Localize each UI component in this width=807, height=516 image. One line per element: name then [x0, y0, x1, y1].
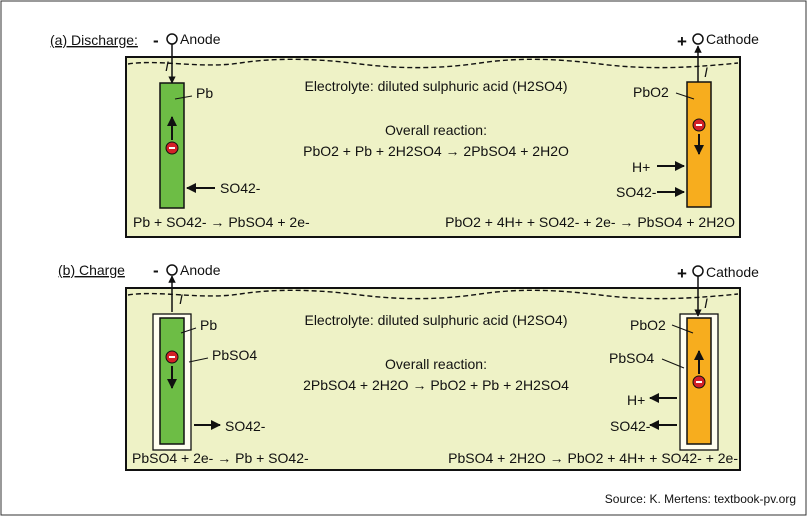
charge-so4-left-label: SO42-	[225, 418, 266, 434]
charge-h-label: H+	[627, 392, 645, 408]
charge-electrolyte-surface	[127, 289, 739, 300]
charge-anode-coating-leader	[188, 357, 209, 363]
discharge-cathode-sign: +	[677, 32, 687, 51]
discharge-electrolyte-label: Electrolyte: diluted sulphuric acid (H2S…	[304, 78, 567, 94]
charge-cathode-coating-leader	[661, 358, 685, 369]
discharge-anode-electrode-label: Pb	[196, 85, 213, 101]
charge-cathode-sign: +	[677, 264, 687, 283]
discharge-anode-leader	[174, 95, 193, 100]
charge-anode-label: Anode	[180, 262, 221, 278]
charge-cathode-half-reaction: PbSO4 + 2H2O → PbO2 + 4H+ + SO42- + 2e-	[448, 450, 738, 466]
discharge-heading: (a) Discharge:	[50, 32, 138, 48]
charge-electrolyte-tank	[125, 287, 741, 471]
discharge-h-label: H+	[632, 159, 650, 175]
discharge-anode-label: Anode	[180, 31, 221, 47]
charge-anode-leader	[180, 327, 197, 334]
charge-anode-half-reaction: PbSO4 + 2e- → Pb + SO42-	[132, 450, 309, 466]
discharge-overall-equation: PbO2 + Pb + 2H2SO4 → 2PbSO4 + 2H2O	[303, 143, 569, 159]
discharge-cathode-half-reaction: PbO2 + 4H+ + SO42- + 2e- → PbSO4 + 2H2O	[445, 214, 735, 230]
charge-anode-electrode-label: Pb	[200, 317, 217, 333]
charge-overall-equation: 2PbSO4 + 2H2O → PbO2 + Pb + 2H2SO4	[303, 377, 569, 393]
charge-overall-title: Overall reaction:	[385, 356, 487, 372]
discharge-panel: (a) Discharge: - Anode + Cathode I Pb SO…	[50, 31, 759, 238]
discharge-overall-title: Overall reaction:	[385, 122, 487, 138]
charge-anode-coating-label: PbSO4	[212, 347, 257, 363]
discharge-anode-current: I	[165, 58, 169, 74]
discharge-so4-left-label: SO42-	[220, 180, 261, 196]
discharge-cathode-label: Cathode	[706, 31, 759, 47]
charge-panel: (b) Charge - Anode + Cathode I Pb PbSO4 …	[58, 261, 759, 471]
charge-cathode-terminal	[692, 265, 704, 277]
discharge-cathode-terminal	[692, 33, 704, 45]
charge-cathode-coating-label: PbSO4	[609, 350, 654, 366]
source-credit: Source: K. Mertens: textbook-pv.org	[605, 492, 796, 506]
charge-electrolyte-label: Electrolyte: diluted sulphuric acid (H2S…	[304, 312, 567, 328]
charge-anode-terminal	[166, 264, 178, 276]
discharge-cathode-electrode-label: PbO2	[633, 84, 669, 100]
charge-anode-sign: -	[153, 261, 159, 280]
charge-heading: (b) Charge	[58, 262, 125, 278]
discharge-anode-sign: -	[153, 31, 159, 50]
discharge-cathode-leader	[675, 92, 695, 100]
charge-cathode-label: Cathode	[706, 264, 759, 280]
discharge-cathode-current: I	[704, 64, 708, 80]
discharge-electrolyte-tank	[125, 56, 741, 238]
charge-cathode-electrode-label: PbO2	[630, 317, 666, 333]
charge-so4-right-label: SO42-	[610, 418, 651, 434]
charge-anode-current: I	[179, 291, 183, 307]
charge-cathode-current: I	[704, 295, 708, 311]
discharge-anode-half-reaction: Pb + SO42- → PbSO4 + 2e-	[133, 214, 310, 230]
discharge-anode-terminal	[166, 33, 178, 45]
discharge-so4-right-label: SO42-	[616, 184, 657, 200]
discharge-electrolyte-surface	[127, 58, 739, 69]
charge-cathode-leader	[671, 324, 694, 334]
